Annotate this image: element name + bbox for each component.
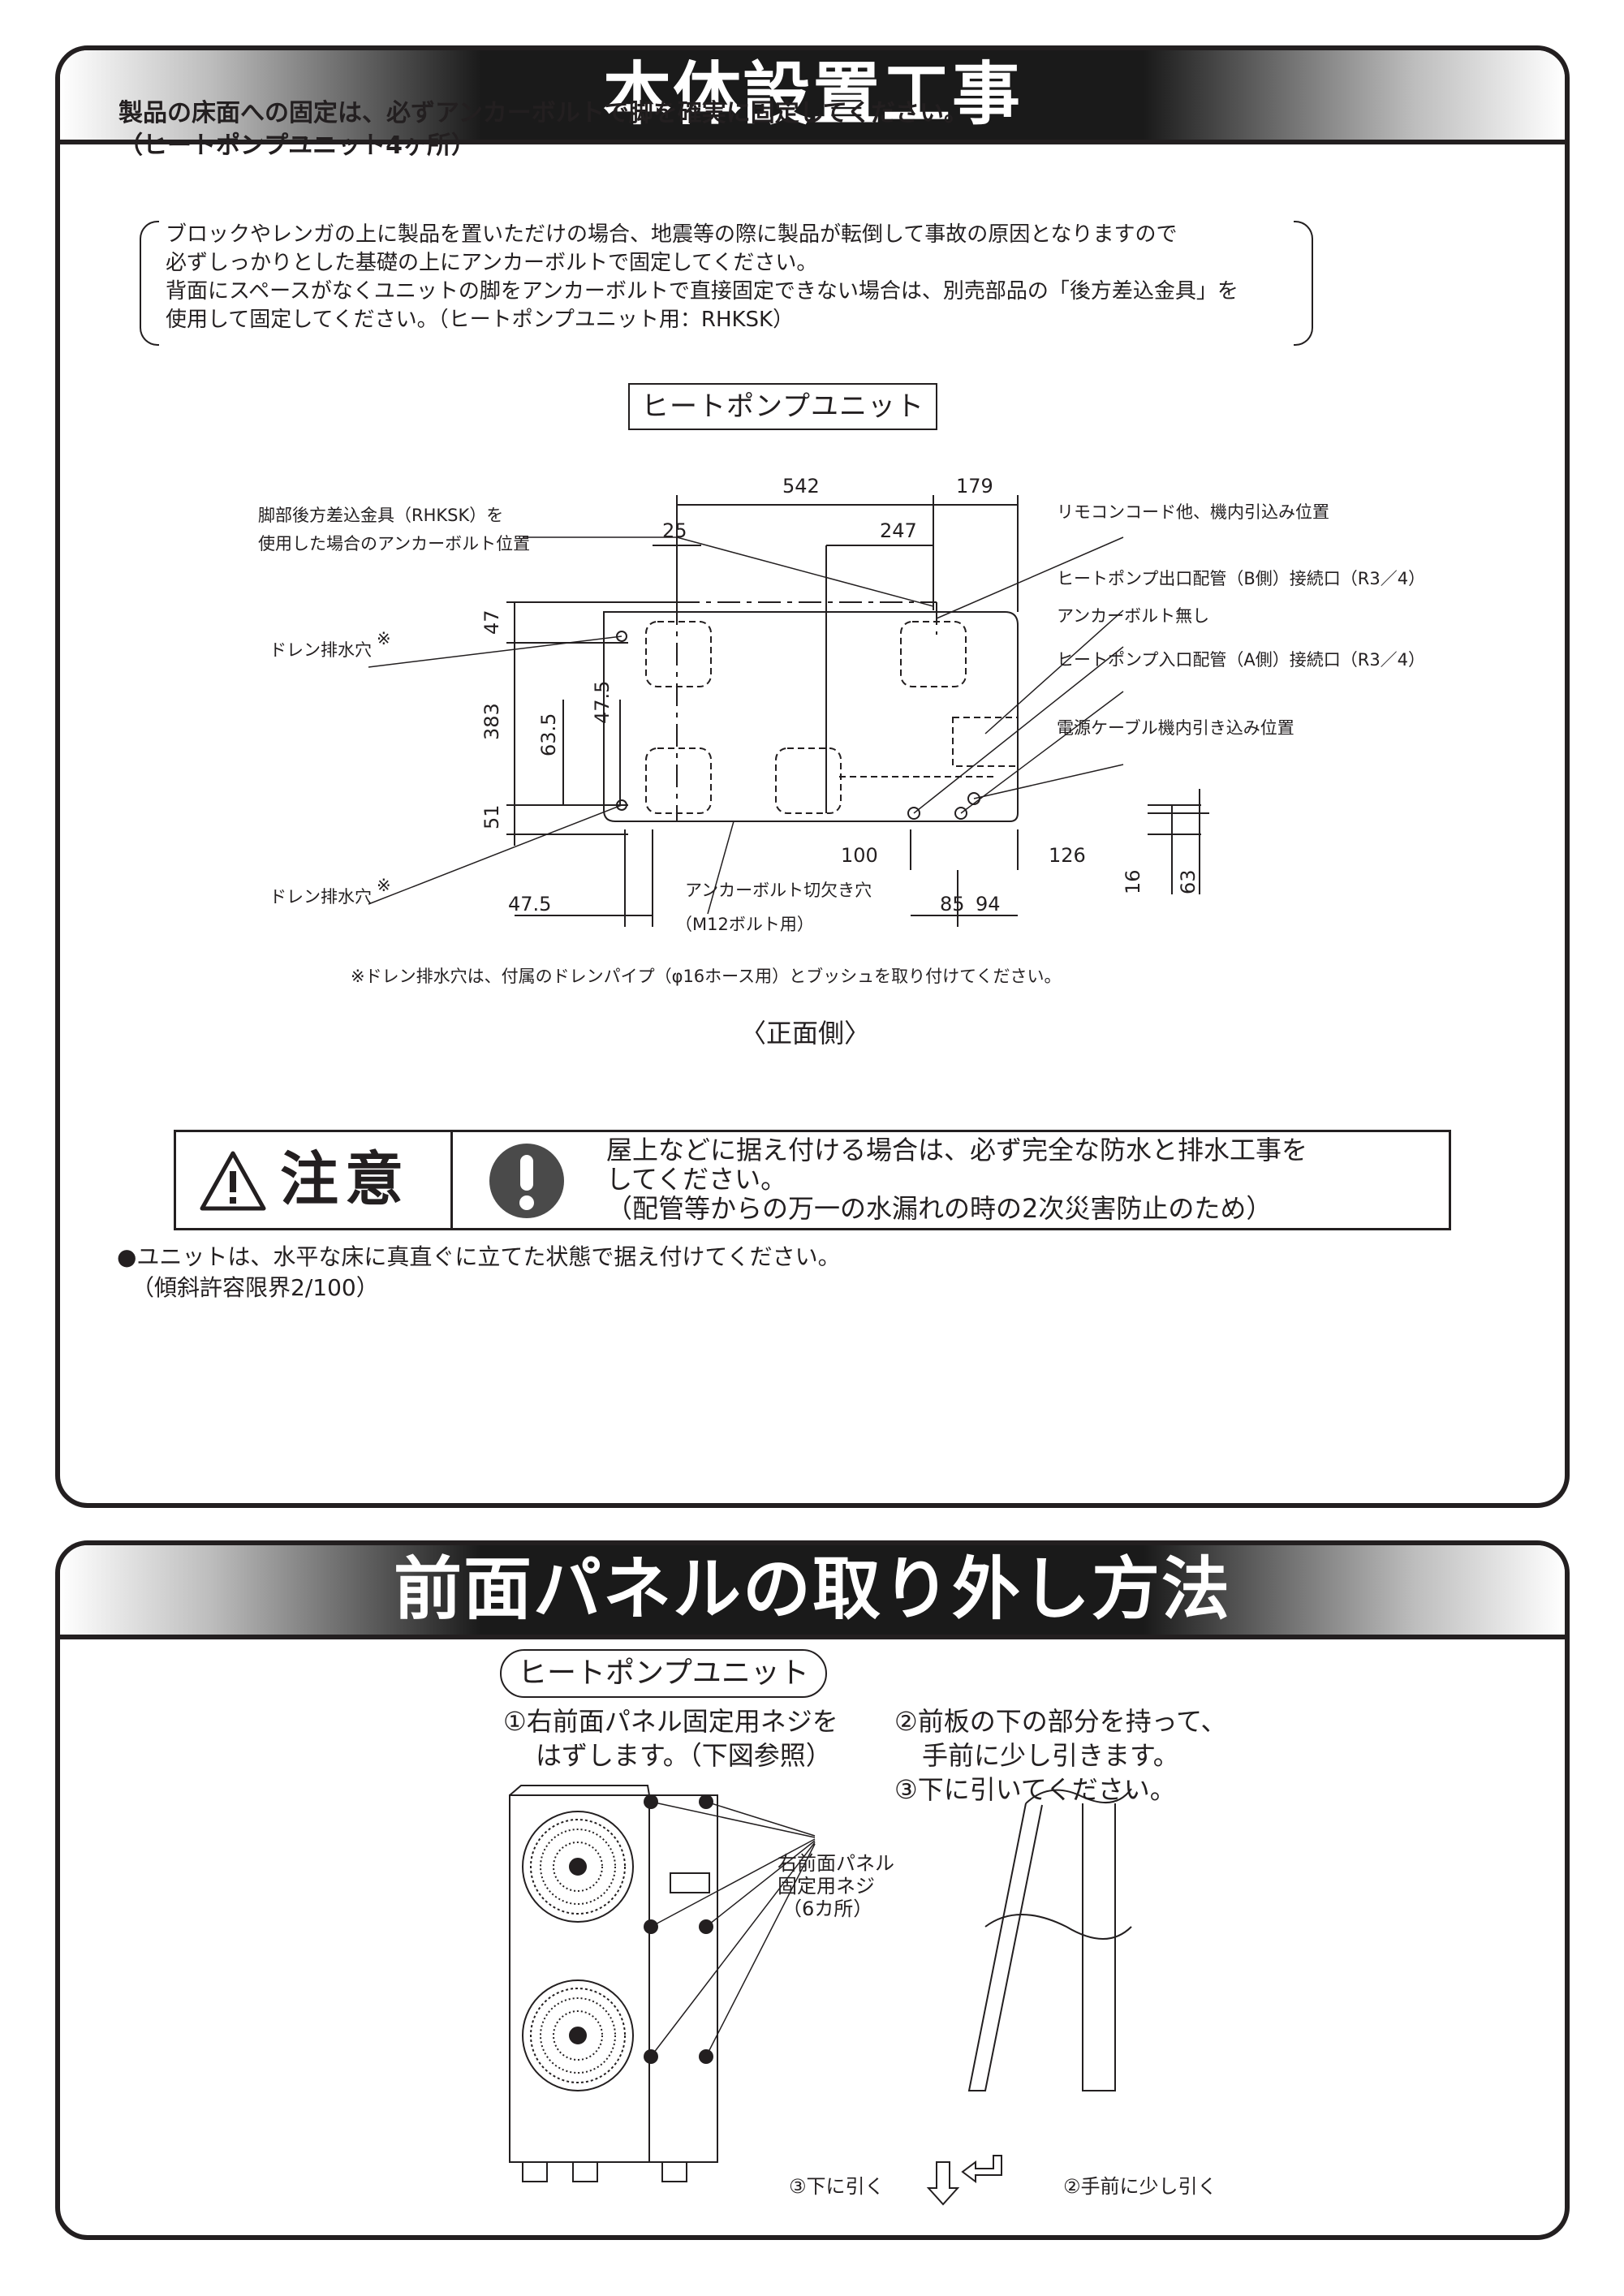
label-remote-cord: リモコンコード他、機内引込み位置 <box>1057 502 1329 522</box>
drain-mark: ※ <box>377 876 391 895</box>
anchor-center-line <box>676 601 937 821</box>
screw-icons <box>644 1794 713 2064</box>
screw-label-2: 固定用ネジ <box>778 1875 875 1898</box>
screw-label-3: （6カ所） <box>782 1898 872 1920</box>
leader-lines <box>368 536 1124 915</box>
step-1: ①右前面パネル固定用ネジを はずします。（下図参照） <box>503 1704 838 1773</box>
caution-box: 注意 屋上などに据え付ける場合は、必ず完全な防水と排水工事を してください。 （… <box>174 1130 1451 1230</box>
note-line: ブロックやレンガの上に製品を置いただけの場合、地震等の際に製品が転倒して事故の原… <box>166 222 1178 247</box>
label-no-anchor: アンカーボルト無し <box>1057 606 1209 626</box>
unit-label-rounded: ヒートポンプユニット <box>500 1649 827 1698</box>
lead-text: 製品の床面への固定は、必ずアンカーボルトで脚を確実に固定してください。 （ヒート… <box>118 97 968 162</box>
note-text: ブロックやレンガの上に製品を置いただけの場合、地震等の際に製品が転倒して事故の原… <box>166 221 1238 334</box>
dim-94: 94 <box>976 893 1001 915</box>
pull-down-label: ③下に引く <box>789 2175 885 2198</box>
panel-removal-diagram: 右前面パネル 固定用ネジ （6カ所） ③下に引く ②手前に少し引く <box>509 1785 1217 2206</box>
exclamation-icon <box>489 1144 564 1218</box>
port-b <box>907 807 920 820</box>
lead-line-1: 製品の床面への固定は、必ずアンカーボルトで脚を確実に固定してください。 <box>118 99 968 127</box>
unit-top-edge <box>509 1785 650 1796</box>
dim-85: 85 <box>940 893 965 915</box>
footnote: ※ドレン排水穴は、付属のドレンパイプ（φ16ホース用）とブッシュを取り付けてくだ… <box>351 967 1062 986</box>
dim-100: 100 <box>841 844 878 867</box>
unit-feet <box>522 2162 687 2182</box>
level-note: ●ユニットは、水平な床に真直ぐに立てた状態で据え付けてください。 （傾斜許容限界… <box>117 1242 841 1303</box>
label-inlet-pipe: ヒートポンプ入口配管（A側）接続口（R3／4） <box>1057 650 1425 670</box>
installation-section: 本体設置工事 製品の床面への固定は、必ずアンカーボルトで脚を確実に固定してくださ… <box>55 45 1570 1508</box>
label-anchor-notch: アンカーボルト切欠き穴 <box>685 881 872 900</box>
nameplate <box>670 1872 710 1893</box>
section-header: 本体設置工事 <box>60 50 1565 144</box>
dim-63: 63 <box>1177 869 1200 894</box>
note-line: 背面にスペースがなくユニットの脚をアンカーボルトで直接固定できない場合は、別売部… <box>166 279 1238 304</box>
fan-lower-icon <box>522 1979 634 2091</box>
step-1-line-2: はずします。（下図参照） <box>536 1740 832 1771</box>
label-drain-rear: ドレン排水穴 <box>269 640 372 660</box>
foot-rear-right <box>900 621 967 687</box>
screw-leaders <box>650 1801 816 2057</box>
dim-247: 247 <box>880 519 917 542</box>
unit-base-outline <box>603 611 1019 822</box>
dim-47-5: 47.5 <box>591 681 614 724</box>
dim-16: 16 <box>1122 869 1144 894</box>
unit-body <box>509 1794 718 2163</box>
step-2-3: ②前板の下の部分を持って、 手前に少し引きます。 ③下に引いてください。 <box>894 1704 1227 1807</box>
dim-179: 179 <box>956 475 993 498</box>
caution-heading: 注意 <box>176 1132 453 1228</box>
panel-sketch <box>967 1788 1132 2091</box>
dim-47-5-bottom: 47.5 <box>508 893 551 915</box>
caution-text: 屋上などに据え付ける場合は、必ず完全な防水と排水工事を してください。 （配管等… <box>606 1135 1307 1223</box>
screw-label-1: 右前面パネル <box>778 1852 894 1875</box>
label-rhksk-2: 使用した場合のアンカーボルト位置 <box>258 534 530 554</box>
unit-label-box: ヒートポンプユニット <box>628 383 937 430</box>
step-2-line-2: 手前に少し引きます。 <box>922 1740 1179 1771</box>
section-title: 本体設置工事 <box>602 54 1022 134</box>
fan-upper-icon <box>522 1811 634 1923</box>
unit-side <box>649 1794 718 2162</box>
dim-51: 51 <box>480 804 503 829</box>
step-1-line-1: ①右前面パネル固定用ネジを <box>503 1706 838 1737</box>
dim-25: 25 <box>662 519 687 542</box>
dim-126: 126 <box>1049 844 1086 867</box>
dim-383: 383 <box>480 703 503 740</box>
dim-63-5: 63.5 <box>537 713 560 756</box>
pipe-port-box <box>952 717 1019 767</box>
anchor-layout-diagram: 542 179 25 247 47 383 47.5 63.5 51 100 1… <box>258 475 1425 1049</box>
section-title: 前面パネルの取り外し方法 <box>393 1549 1231 1629</box>
note-line: 使用して固定してください。（ヒートポンプユニット用：RHKSK） <box>166 308 795 332</box>
arrow-back-icon <box>961 2155 1002 2183</box>
section-header: 前面パネルの取り外し方法 <box>60 1545 1565 1639</box>
label-drain-front: ドレン排水穴 <box>269 887 372 907</box>
foot-rear-left <box>645 621 712 687</box>
step-2-line-1: ②前板の下の部分を持って、 <box>894 1706 1227 1737</box>
label-power-cable: 電源ケーブル機内引き込み位置 <box>1057 718 1294 738</box>
foot-front-mid <box>775 747 842 814</box>
pull-forward-label: ②手前に少し引く <box>1063 2175 1217 2198</box>
caution-word: 注意 <box>280 1145 411 1213</box>
label-outlet-pipe: ヒートポンプ出口配管（B側）接続口（R3／4） <box>1057 569 1425 588</box>
caution-line: 屋上などに据え付ける場合は、必ず完全な防水と排水工事を <box>606 1135 1308 1165</box>
level-note-line-2: （傾斜許容限界2/100） <box>131 1274 379 1301</box>
panel-removal-section: 前面パネルの取り外し方法 ヒートポンプユニット ①右前面パネル固定用ネジを はず… <box>55 1540 1570 2240</box>
step-3-line: ③下に引いてください。 <box>894 1774 1176 1805</box>
arrow-down-icon <box>926 2161 960 2206</box>
warning-triangle-icon <box>200 1151 266 1211</box>
foot-front-left <box>645 747 712 814</box>
port-a <box>954 807 967 820</box>
drain-mark: ※ <box>377 629 391 648</box>
caution-line: （配管等からの万一の水漏れの時の2次災害防止のため） <box>606 1193 1273 1224</box>
note-line: 必ずしっかりとした基礎の上にアンカーボルトで固定してください。 <box>166 251 818 275</box>
front-side-label: 〈正面側〉 <box>740 1018 870 1049</box>
level-note-line-1: ●ユニットは、水平な床に真直ぐに立てた状態で据え付けてください。 <box>117 1243 841 1270</box>
dim-47: 47 <box>480 610 503 635</box>
label-rhksk-1: 脚部後方差込金具（RHKSK）を <box>258 506 503 525</box>
label-m12: （M12ボルト用） <box>675 915 814 934</box>
dim-lines <box>506 495 1209 927</box>
caution-line: してください。 <box>606 1164 787 1195</box>
dim-542: 542 <box>782 475 820 498</box>
lead-line-2: （ヒートポンプユニット4ヶ所） <box>118 131 476 160</box>
